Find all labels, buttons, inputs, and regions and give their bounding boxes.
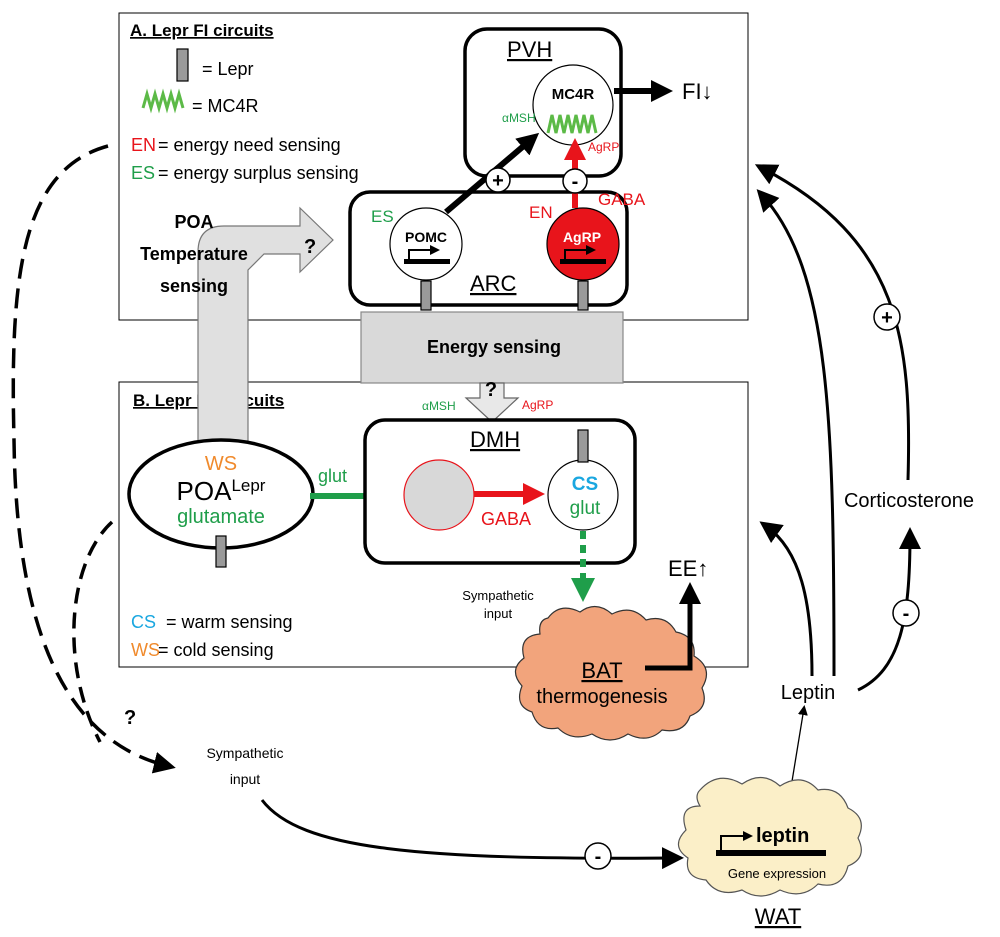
corticosterone-plus-marker bbox=[873, 303, 901, 331]
leptin-promoter-arrow bbox=[720, 831, 753, 850]
poa-temp-question: ? bbox=[304, 236, 316, 258]
energy-sensing-label: Energy sensing bbox=[427, 337, 561, 357]
leptin-to-fi-arrow bbox=[756, 189, 836, 677]
wat-cloud bbox=[677, 776, 862, 897]
poa-temp-line1: POA bbox=[174, 212, 213, 232]
wat-minus-sign: - bbox=[595, 846, 602, 868]
poa-ws-label: WS bbox=[205, 453, 237, 475]
arc-en-label: EN bbox=[529, 203, 553, 222]
arc-es-label: ES bbox=[371, 207, 394, 226]
mc4r-legend-label: = MC4R bbox=[192, 96, 259, 116]
agrp-gene-bar bbox=[560, 259, 606, 264]
poa-temp-line3: sensing bbox=[160, 276, 228, 296]
energy-sensing-amsh: αMSH bbox=[422, 399, 456, 413]
fi-output-label: FI↓ bbox=[682, 79, 713, 104]
agrp-promoter-arrow bbox=[564, 245, 596, 259]
bat-ee-arrow bbox=[645, 582, 701, 671]
poa-temperature-arrow bbox=[197, 206, 334, 461]
leptin-label: Leptin bbox=[781, 682, 836, 704]
dmh-cs-label: CS bbox=[572, 474, 598, 495]
ws-legend-abbr: WS bbox=[131, 640, 160, 660]
arc-title: ARC bbox=[470, 271, 517, 296]
pomc-plus-marker bbox=[485, 167, 511, 193]
leptin-to-corticosterone-arrow bbox=[857, 527, 921, 692]
sympathetic-to-wat-arrow bbox=[260, 799, 684, 870]
leptin-gene-bar bbox=[716, 850, 826, 856]
bat-cloud bbox=[514, 605, 708, 741]
pomc-promoter-arrow bbox=[408, 245, 440, 259]
poa-lepr-receptor bbox=[215, 535, 227, 568]
poa-glut-arrow-label: glut bbox=[318, 466, 347, 486]
leptin-to-ee-arrow bbox=[759, 521, 814, 677]
panel-a-title: A. Lepr FI circuits bbox=[130, 21, 274, 40]
dmh-glut-label: glut bbox=[570, 498, 601, 519]
wat-question: ? bbox=[124, 707, 136, 729]
agrp-lepr-receptor bbox=[577, 280, 589, 311]
poa-temp-line2: Temperature bbox=[140, 244, 248, 264]
lepr-legend-label: = Lepr bbox=[202, 59, 254, 79]
leptin-gene-label: leptin bbox=[756, 825, 809, 847]
wat-title: WAT bbox=[755, 904, 801, 929]
bat-symp-input-line1: Sympathetic bbox=[462, 588, 534, 603]
fi-to-sympathetic-dashed bbox=[11, 144, 176, 774]
en-legend-text: = energy need sensing bbox=[158, 135, 341, 155]
pvh-amsh-label: αMSH bbox=[502, 111, 536, 125]
leptin-minus-sign: - bbox=[903, 603, 910, 625]
dmh-title: DMH bbox=[470, 427, 520, 452]
ws-legend-text: = cold sensing bbox=[158, 640, 274, 660]
energy-sensing-agrp: AgRP bbox=[522, 398, 553, 412]
dmh-gaba-neuron bbox=[403, 459, 475, 531]
es-legend-abbr: ES bbox=[131, 163, 155, 183]
leptin-minus-marker bbox=[892, 599, 920, 627]
dmh-lepr-receptor bbox=[577, 429, 589, 463]
cs-legend-abbr: CS bbox=[131, 612, 156, 632]
mc4r-label: MC4R bbox=[552, 86, 595, 103]
mc4r-receptor-icon bbox=[546, 114, 598, 134]
corticosterone-plus-sign: + bbox=[881, 307, 893, 329]
pomc-gene-bar bbox=[404, 259, 450, 264]
energy-sensing-question: ? bbox=[485, 379, 497, 401]
dmh-gaba-label: GABA bbox=[481, 509, 531, 529]
wat-symp-input-line2: input bbox=[230, 771, 260, 787]
dmh-cs-neuron bbox=[547, 459, 619, 531]
ee-output-label: EE↑ bbox=[668, 556, 708, 581]
es-legend-text: = energy surplus sensing bbox=[158, 163, 359, 183]
wat-symp-input-line1: Sympathetic bbox=[206, 745, 283, 761]
corticosterone-to-fi-arrow bbox=[754, 164, 911, 481]
mc4r-legend-icon bbox=[141, 88, 185, 114]
ee-to-sympathetic-dashed bbox=[72, 520, 114, 743]
bat-symp-input-line2: input bbox=[484, 606, 513, 621]
pvh-agrp-label: AgRP bbox=[588, 140, 619, 154]
pomc-plus-sign: + bbox=[492, 170, 504, 192]
en-legend-abbr: EN bbox=[131, 135, 156, 155]
pomc-lepr-receptor bbox=[420, 280, 432, 311]
agrp-minus-marker bbox=[562, 168, 588, 194]
lepr-legend-icon bbox=[176, 48, 189, 82]
poa-glutamate-label: glutamate bbox=[177, 506, 265, 528]
energy-sensing-box bbox=[360, 311, 624, 384]
pomc-label: POMC bbox=[405, 229, 447, 245]
cs-legend-text: = warm sensing bbox=[166, 612, 293, 632]
bat-title: BAT bbox=[581, 658, 622, 683]
corticosterone-label: Corticosterone bbox=[844, 490, 974, 512]
poa-main-label: POALepr bbox=[177, 476, 266, 506]
pvh-title: PVH bbox=[507, 37, 552, 62]
energy-sensing-down-arrow bbox=[464, 382, 520, 423]
wat-minus-marker bbox=[584, 842, 612, 870]
agrp-minus-sign: - bbox=[572, 171, 579, 193]
bat-subtitle: thermogenesis bbox=[536, 686, 667, 708]
agrp-label: AgRP bbox=[563, 229, 601, 245]
arc-gaba-label: GABA bbox=[598, 190, 646, 209]
gene-expression-label: Gene expression bbox=[728, 866, 826, 881]
